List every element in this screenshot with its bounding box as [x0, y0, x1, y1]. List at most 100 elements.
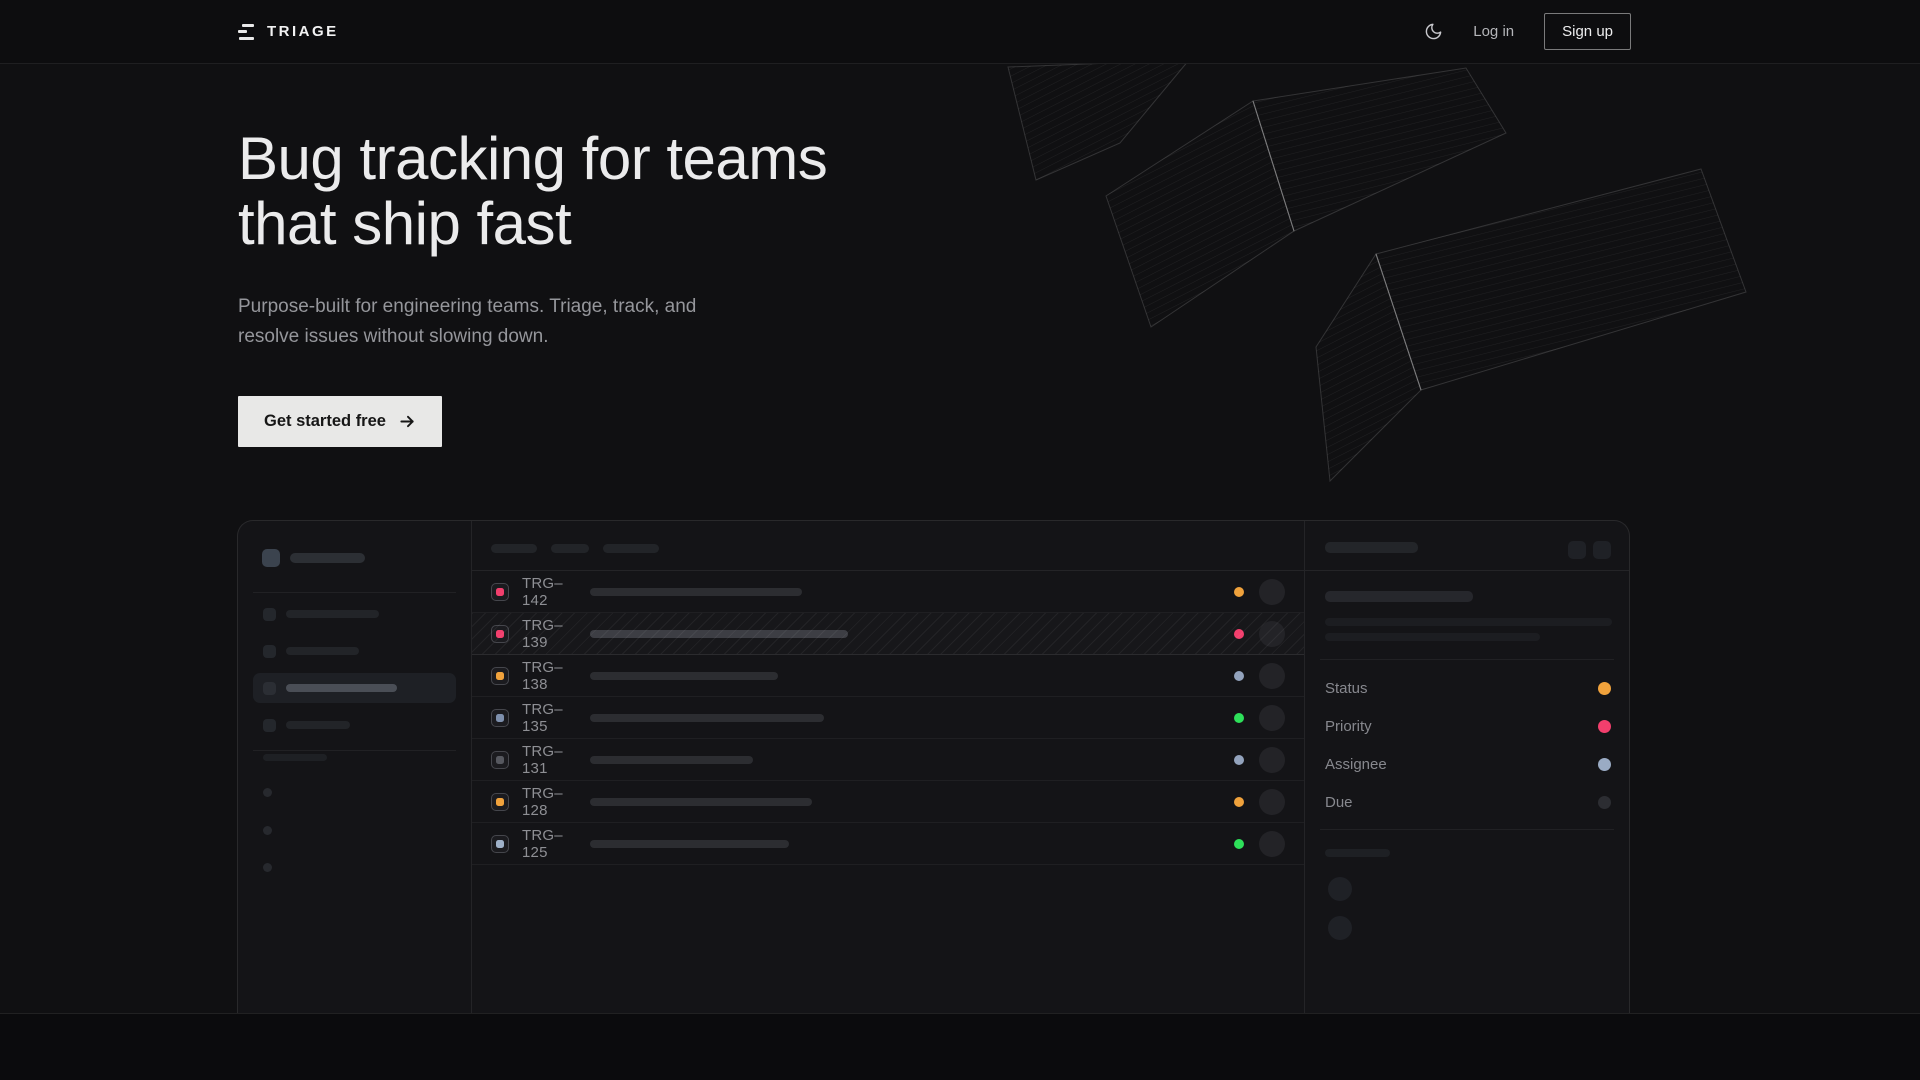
issue-type-icon-fill: [496, 671, 504, 680]
issue-type-icon: [491, 834, 509, 853]
issue-type-icon-fill: [496, 797, 504, 806]
hero-title: Bug tracking for teams that ship fast: [238, 126, 958, 256]
detail-field-dot: [1598, 795, 1611, 809]
detail-field-dot: [1598, 719, 1611, 733]
issue-list: TRG–142 TRG–139 TRG–138 TRG–1: [472, 571, 1304, 865]
issue-type-icon-fill: [496, 713, 504, 722]
arrow-right-icon: [400, 415, 414, 428]
mockup-detail-panel: Status Priority Assignee Due: [1305, 521, 1629, 1013]
detail-text-placeholder: [1325, 633, 1540, 641]
issue-row: TRG–131: [472, 739, 1304, 781]
issue-type-icon-fill: [496, 755, 504, 764]
panel-divider: [1320, 659, 1614, 660]
issue-type-icon: [491, 792, 509, 811]
detail-panel-header: [1305, 521, 1629, 571]
issue-row-meta: [1234, 746, 1285, 773]
issue-row-meta: [1234, 578, 1285, 605]
sidebar-workspace-icon: [262, 549, 280, 567]
triage-bars-icon: [238, 23, 256, 40]
issue-row-meta: [1234, 620, 1285, 647]
brand-logo[interactable]: TRIAGE: [238, 23, 339, 40]
detail-field-row: Status: [1305, 669, 1629, 707]
panel-divider: [1320, 829, 1614, 830]
issue-row: TRG–139: [472, 613, 1304, 655]
brand-name: TRIAGE: [267, 23, 339, 40]
header-nav: Log in Sign up: [1424, 13, 1631, 50]
issue-id: TRG–131: [522, 742, 563, 777]
issue-row-meta: [1234, 788, 1285, 815]
moon-icon: [1425, 23, 1442, 40]
issue-row: TRG–135: [472, 697, 1304, 739]
issue-type-icon: [491, 582, 509, 601]
nav-item-placeholder: [286, 721, 350, 729]
assignee-avatar: [1259, 788, 1285, 815]
detail-field-dot: [1598, 681, 1611, 695]
hero-section: Bug tracking for teams that ship fast Pu…: [238, 126, 958, 447]
detail-field-label: Priority: [1325, 717, 1372, 735]
issue-type-icon-fill: [496, 839, 504, 848]
sidebar-divider: [253, 592, 456, 593]
hero-title-line2: that ship fast: [238, 190, 572, 257]
mockup-sidebar: [238, 521, 471, 1013]
detail-fields: Status Priority Assignee Due: [1305, 669, 1629, 821]
activity-placeholder: [1325, 849, 1390, 857]
get-started-button[interactable]: Get started free: [238, 396, 442, 447]
hero-subtitle: Purpose-built for engineering teams. Tri…: [238, 296, 697, 347]
assignee-avatar: [1259, 830, 1285, 857]
issue-id: TRG–138: [522, 658, 563, 693]
list-tab-placeholder: [551, 544, 589, 553]
issue-title-placeholder: [590, 797, 812, 806]
status-dot: [1234, 586, 1244, 597]
issue-type-icon-fill: [496, 629, 504, 638]
detail-field-label: Status: [1325, 679, 1368, 697]
sidebar-nav-item: [253, 710, 456, 740]
signup-button[interactable]: Sign up: [1544, 13, 1631, 50]
issue-id: TRG–139: [522, 616, 563, 651]
issue-title-placeholder: [590, 671, 778, 680]
issue-id: TRG–142: [522, 574, 563, 609]
issue-id: TRG–128: [522, 784, 563, 819]
issue-row: TRG–125: [472, 823, 1304, 865]
footer-band: [0, 1013, 1920, 1080]
header: TRIAGE Log in Sign up: [0, 0, 1920, 64]
hero-title-line1: Bug tracking for teams: [238, 125, 828, 192]
list-tab-placeholder: [491, 544, 537, 553]
assignee-avatar: [1259, 746, 1285, 773]
theme-toggle-button[interactable]: [1424, 22, 1443, 41]
status-dot: [1234, 712, 1244, 723]
issue-row-meta: [1234, 662, 1285, 689]
activity-avatar: [1328, 916, 1352, 940]
status-dot: [1234, 628, 1244, 639]
detail-field-dot: [1598, 757, 1611, 771]
detail-title-placeholder: [1325, 591, 1473, 602]
issue-title-placeholder: [590, 839, 789, 848]
list-tab-placeholder: [603, 544, 659, 553]
sidebar-workspace-placeholder: [290, 553, 365, 563]
issue-row: TRG–138: [472, 655, 1304, 697]
issue-title-placeholder: [590, 587, 802, 596]
issue-list-header: [472, 521, 1304, 571]
detail-field-row: Due: [1305, 783, 1629, 821]
cta-label: Get started free: [264, 412, 386, 430]
status-dot: [1234, 838, 1244, 849]
issue-type-icon: [491, 708, 509, 727]
sidebar-dot: [263, 863, 272, 872]
issue-type-icon-fill: [496, 587, 504, 596]
panel-action-icon: [1593, 541, 1611, 559]
login-link[interactable]: Log in: [1473, 23, 1515, 40]
issue-type-icon: [491, 750, 509, 769]
detail-field-row: Priority: [1305, 707, 1629, 745]
issue-id: TRG–135: [522, 700, 563, 735]
mockup-issue-list-pane: TRG–142 TRG–139 TRG–138 TRG–1: [471, 521, 1305, 1013]
detail-field-label: Assignee: [1325, 755, 1387, 773]
issue-id: TRG–125: [522, 826, 563, 861]
nav-item-icon: [263, 644, 276, 658]
assignee-avatar: [1259, 704, 1285, 731]
issue-title-placeholder: [590, 629, 848, 638]
issue-row: TRG–142: [472, 571, 1304, 613]
status-dot: [1234, 796, 1244, 807]
issue-row: TRG–128: [472, 781, 1304, 823]
nav-item-icon: [263, 681, 276, 695]
issue-title-placeholder: [590, 755, 753, 764]
sidebar-section-placeholder: [263, 754, 327, 761]
